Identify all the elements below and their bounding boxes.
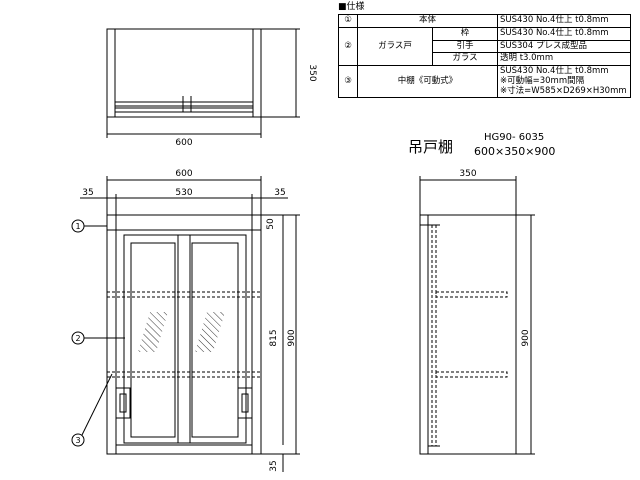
spec-heading: ■仕様 bbox=[338, 2, 365, 12]
side-body bbox=[419, 214, 517, 455]
plan-width-label: 600 bbox=[175, 138, 192, 148]
product-size: 600×350×900 bbox=[474, 145, 556, 158]
spec-note: ※可動幅=30mm間隔 bbox=[500, 75, 585, 86]
spec-value: SUS430 No.4仕上 t0.8mm bbox=[500, 66, 609, 77]
right-door-handle bbox=[237, 387, 253, 419]
spec-note: ※寸法=W585×D269×H30mm bbox=[500, 85, 627, 96]
spec-sub: 引手 bbox=[432, 39, 498, 54]
spec-group: 中棚《可動式》 bbox=[357, 65, 498, 99]
right-margin-label: 35 bbox=[274, 188, 285, 198]
left-door-handle bbox=[115, 387, 131, 419]
callout-2-label: 2 bbox=[75, 334, 80, 343]
plan-outline bbox=[106, 28, 262, 118]
spec-table: ① 本体 SUS430 No.4仕上 t0.8mm ② ガラス戸 枠 SUS43… bbox=[338, 14, 631, 99]
front-width-label: 600 bbox=[175, 169, 192, 179]
left-margin-label: 35 bbox=[82, 188, 93, 198]
spec-group: 本体 bbox=[357, 14, 498, 28]
bottom-margin-label: 35 bbox=[269, 460, 279, 471]
plan-depth-label: 350 bbox=[307, 64, 317, 81]
spec-num: ① bbox=[338, 14, 358, 28]
spec-num: ③ bbox=[338, 65, 358, 99]
spec-value: SUS430 No.4仕上 t0.8mm bbox=[497, 26, 631, 41]
front-view bbox=[71, 176, 300, 472]
spec-row-glass: ガラス 透明 t3.0mm bbox=[339, 52, 631, 67]
right-glass-door bbox=[177, 234, 247, 444]
side-shelf-upper bbox=[435, 291, 508, 298]
cabinet-body bbox=[106, 214, 262, 455]
side-shelf-lower bbox=[435, 371, 508, 378]
spec-num: ② bbox=[338, 26, 358, 67]
side-view bbox=[419, 176, 535, 455]
spec-row-body: ① 本体 SUS430 No.4仕上 t0.8mm bbox=[338, 14, 631, 28]
left-glass-door bbox=[123, 234, 191, 444]
shelf-lower bbox=[106, 371, 262, 378]
spec-value: SUS304 プレス成型品 bbox=[497, 39, 631, 54]
callout-1-label: 1 bbox=[75, 222, 80, 231]
inner-height-label: 815 bbox=[269, 329, 279, 346]
plan-view bbox=[106, 28, 300, 138]
spec-value: SUS430 No.4仕上 t0.8mm bbox=[497, 14, 631, 28]
side-height-label: 900 bbox=[521, 329, 531, 346]
product-name: 吊戸棚 bbox=[408, 138, 454, 156]
inner-width-label: 530 bbox=[175, 188, 192, 198]
spec-row-frame: ② ガラス戸 枠 SUS430 No.4仕上 t0.8mm bbox=[338, 26, 631, 67]
spec-sub: 枠 bbox=[432, 26, 498, 41]
product-model: HG90- 6035 bbox=[484, 132, 545, 143]
spec-sub: ガラス bbox=[432, 52, 498, 67]
callout-3-circle bbox=[71, 433, 85, 447]
total-height-label: 900 bbox=[287, 329, 297, 346]
spec-group: ガラス戸 bbox=[357, 26, 433, 67]
top-band-label: 50 bbox=[266, 218, 276, 230]
side-depth-label: 350 bbox=[459, 169, 476, 179]
spec-sheet: ■仕様 ① 本体 SUS430 No.4仕上 t0.8mm ② ガラス戸 枠 S… bbox=[338, 2, 631, 99]
spec-row-shelf: ③ 中棚《可動式》 SUS430 No.4仕上 t0.8mm ※可動幅=30mm… bbox=[338, 65, 631, 99]
spec-value: 透明 t3.0mm bbox=[497, 52, 631, 67]
shelf-upper bbox=[106, 291, 262, 298]
callout-3-label: 3 bbox=[75, 436, 80, 445]
spec-value-block: SUS430 No.4仕上 t0.8mm ※可動幅=30mm間隔 ※寸法=W58… bbox=[497, 65, 631, 99]
